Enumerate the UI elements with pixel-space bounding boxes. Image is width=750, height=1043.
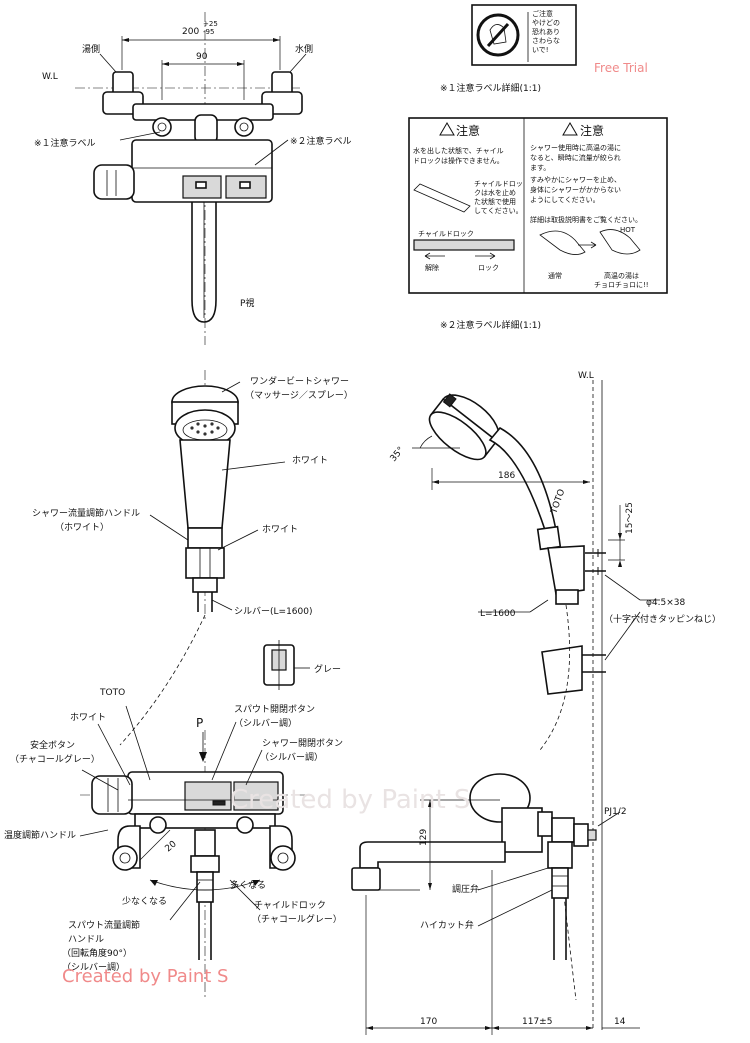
caution-left-5: た状態で使用 — [474, 197, 516, 206]
spout-flow-label-1: スパウト流量調節 — [68, 919, 140, 931]
sticker-text-5: いで! — [532, 46, 549, 54]
flow-handle-color: （ホワイト） — [55, 522, 109, 533]
wl-left-label: W.L — [42, 72, 58, 82]
caution-heading-left: 注意 — [456, 123, 480, 138]
dim-117: 117±5 — [522, 1017, 552, 1027]
dim-35: 35° — [389, 445, 407, 464]
created-watermark-2: Created by Paint S — [62, 966, 228, 987]
wl-right-label: W.L — [578, 371, 594, 381]
high-cut-valve-label: ハイカット弁 — [420, 919, 474, 931]
toto-label: TOTO — [99, 688, 125, 698]
sticker-text-1: ご注意 — [532, 9, 553, 18]
side-view — [351, 380, 660, 1035]
dim-170: 170 — [420, 1017, 437, 1027]
pressure-valve-label: 調圧弁 — [452, 883, 479, 895]
top-front-view — [75, 12, 307, 345]
shower-hot: HOT — [620, 226, 636, 234]
shower-head-mode: （マッサージ／スプレー） — [245, 390, 353, 401]
lock-title: チャイルドロック — [418, 230, 474, 238]
temp-handle-label: 温度調節ハンドル — [4, 829, 76, 841]
holder-detail — [263, 640, 310, 690]
toto-right-label: TOTO — [549, 488, 567, 516]
cold-side-label: 水側 — [295, 43, 313, 55]
gray-label: グレー — [314, 663, 341, 675]
safety-button-label: 安全ボタン — [30, 739, 75, 751]
mixer-front-view — [79, 705, 310, 1000]
spout-flow-label-4: （シルバー調） — [62, 961, 125, 973]
white-label-1: ホワイト — [292, 455, 328, 466]
caution-left-3: チャイルドロッ — [474, 180, 523, 188]
shower-button-label: シャワー開閉ボタン — [262, 738, 343, 749]
caution-label-2: ※２注意ラベル — [290, 135, 352, 147]
shower-normal: 通常 — [548, 271, 562, 280]
caution-left-2: ドロックは操作できません。 — [413, 156, 504, 165]
white-label-3: ホワイト — [70, 712, 106, 723]
label1-detail: ※１注意ラベル詳細(1:1) — [440, 82, 541, 94]
caution-right-2: なると、瞬時に流量が絞られ — [530, 153, 621, 162]
caution-sticker — [471, 4, 577, 66]
spout-flow-label-3: （回転角度90°） — [62, 947, 132, 959]
dim-width-tol-minus: -95 — [203, 28, 214, 36]
hot-note-2: チョロチョロに!! — [594, 281, 649, 289]
less-label: 少なくなる — [122, 896, 167, 907]
p-view-label: P視 — [240, 297, 254, 309]
dim-129: 129 — [419, 829, 429, 846]
lock-release: 解除 — [425, 263, 439, 272]
sticker-text-2: やけどの — [532, 19, 560, 27]
caution-right-4: すみやかにシャワーを止め、 — [530, 175, 621, 184]
caution-right-5: 身体にシャワーがかからない — [530, 185, 621, 194]
dim-width: 200 — [182, 27, 199, 37]
spout-button-color: （シルバー調） — [234, 717, 297, 729]
dim-20: 20 — [164, 839, 179, 854]
hot-note-1: 高温の湯は — [604, 271, 639, 280]
screw-type: （十字穴付きタッピンねじ） — [604, 613, 721, 625]
caution-box — [408, 117, 668, 294]
hose-length: L=1600 — [480, 609, 516, 619]
dim-15-25: 15～25 — [625, 502, 635, 534]
spout-flow-label-2: ハンドル — [68, 935, 104, 945]
child-lock-color: （チャコールグレー） — [252, 913, 342, 925]
caution-right-6: ようにしてください。 — [530, 196, 600, 204]
spout-button-label: スパウト開閉ボタン — [234, 704, 315, 715]
shower-handset-view — [119, 370, 286, 746]
p-mark: P — [196, 716, 203, 730]
pj-label: PJ1/2 — [604, 807, 627, 817]
hose-label: シルバー(L=1600) — [234, 606, 312, 617]
lock-lock: ロック — [478, 264, 499, 272]
free-trial-watermark: Free Trial — [594, 61, 648, 75]
screw-size: φ4.5×38 — [646, 598, 686, 608]
caution-right-1: シャワー使用時に高温の湯に — [530, 143, 621, 152]
more-label: 多くなる — [230, 879, 266, 891]
caution-left-6: してください。 — [474, 207, 523, 215]
shower-button-color: （シルバー調） — [260, 751, 323, 763]
caution-right-7: 詳細は取扱説明書をご覧ください。 — [530, 215, 642, 224]
hot-side-label: 湯側 — [82, 43, 100, 55]
dim-width-tol-plus: +25 — [203, 20, 218, 28]
sticker-text-4: さわらな — [532, 37, 560, 45]
shower-head-label: ワンダービートシャワー — [250, 375, 349, 387]
dim-186: 186 — [498, 471, 515, 481]
caution-label-1: ※１注意ラベル — [34, 137, 96, 149]
sticker-text-3: 恐れあり — [532, 28, 560, 36]
child-lock-label: チャイルドロック — [254, 900, 326, 911]
caution-left-4: クは水を止め — [474, 188, 516, 197]
safety-button-color: （チャコールグレー） — [10, 753, 100, 765]
caution-right-3: ます。 — [530, 164, 550, 172]
caution-heading-right: 注意 — [580, 123, 604, 138]
dim-14: 14 — [614, 1017, 626, 1027]
dim-pitch: 90 — [196, 52, 208, 62]
flow-handle-label: シャワー流量調節ハンドル — [32, 507, 140, 519]
caution-left-1: 水を出した状態で、チャイル — [413, 146, 504, 155]
created-watermark-1: Created by Paint S — [230, 785, 470, 815]
label2-detail: ※２注意ラベル詳細(1:1) — [440, 319, 541, 331]
white-label-2: ホワイト — [262, 524, 298, 535]
